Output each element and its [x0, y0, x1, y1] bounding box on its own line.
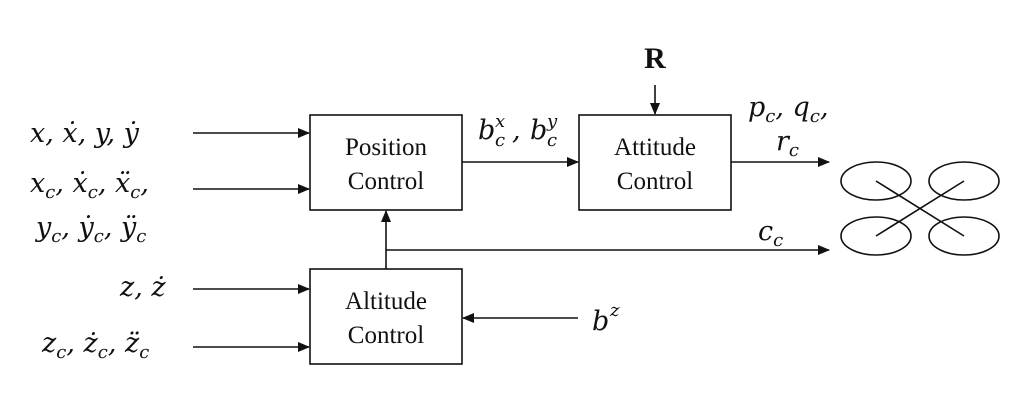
svg-text:,: ,: [512, 115, 521, 146]
position-control-label-1: Position: [345, 134, 427, 161]
quadrotor-icon: [840, 161, 1000, 256]
position-control-label-2: Control: [348, 168, 424, 195]
svg-text:y: y: [546, 111, 558, 132]
svg-text:c: c: [495, 130, 505, 151]
bxy-label: b x c , b y c: [478, 111, 558, 151]
bz-label: b z: [592, 300, 620, 337]
svg-text:b: b: [592, 306, 609, 337]
pq-label: pc, qc,: [748, 92, 829, 127]
svg-text:z: z: [609, 300, 620, 321]
svg-text:b: b: [530, 115, 547, 146]
r-label: rc: [776, 126, 799, 161]
alt-state-label: z, ż: [119, 272, 166, 303]
attitude-control-block: Attitude Control: [578, 114, 732, 211]
altitude-control-block: Altitude Control: [309, 268, 463, 365]
cc-label: cc: [758, 216, 783, 251]
svg-text:c: c: [547, 130, 557, 151]
altitude-control-label-2: Control: [348, 322, 424, 349]
pos-state-label: x, ẋ, y, ẏ: [30, 118, 140, 149]
alt-command-label: zc, żc, z̈c: [41, 328, 149, 363]
altitude-control-label-1: Altitude: [345, 288, 427, 315]
rotation-label: R: [644, 42, 666, 75]
pos-command-label-row1: xc, ẋc, ẍc,: [30, 168, 149, 203]
attitude-control-label-1: Attitude: [614, 134, 696, 161]
pos-command-label-row2: yc, ẏc, ÿc: [35, 212, 146, 247]
position-control-block: Position Control: [309, 114, 463, 211]
svg-text:b: b: [478, 115, 495, 146]
svg-text:x: x: [495, 111, 505, 132]
attitude-control-label-2: Control: [617, 168, 693, 195]
